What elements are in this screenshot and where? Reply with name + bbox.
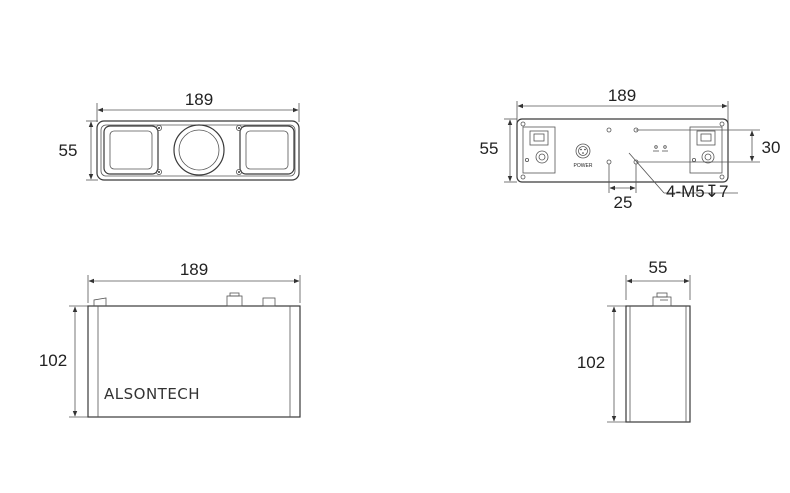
front-lens xyxy=(173,124,225,176)
rear-width-dimension: 189 xyxy=(608,86,636,105)
side-housing-outline xyxy=(87,305,301,418)
indicator-leds xyxy=(653,145,668,152)
rear-right-connector-block xyxy=(689,126,723,174)
front-height-dimension: 55 xyxy=(59,141,78,160)
brand-logo-text: ALSONTECH xyxy=(104,385,200,403)
mounting-holes xyxy=(606,127,639,165)
side-top-features xyxy=(93,292,276,307)
side-width-dimension: 189 xyxy=(180,260,208,279)
rear-view: 189 55 POWER xyxy=(480,86,781,212)
power-label: POWER xyxy=(574,163,593,169)
front-screws xyxy=(155,125,242,175)
rear-screws xyxy=(520,121,725,180)
hole-offset-dimension: 30 xyxy=(762,138,781,157)
power-connector: POWER xyxy=(574,143,593,169)
rear-housing-outline xyxy=(516,118,729,183)
hole-callout: 4-M5↧7 xyxy=(666,182,728,201)
front-view: 189 55 xyxy=(59,90,300,181)
end-housing-outline xyxy=(625,305,691,423)
end-width-dimension: 55 xyxy=(649,258,668,277)
front-left-window xyxy=(103,125,159,175)
side-view: 189 102 ALSONTECH xyxy=(39,260,301,418)
rear-height-dimension: 55 xyxy=(480,139,499,158)
hole-spacing-dimension: 25 xyxy=(614,193,633,212)
rear-left-connector-block xyxy=(522,126,556,174)
end-view: 55 102 xyxy=(577,258,691,423)
end-height-dimension: 102 xyxy=(577,353,605,372)
end-top-features xyxy=(652,292,672,307)
side-height-dimension: 102 xyxy=(39,351,67,370)
front-housing-outline xyxy=(96,120,300,181)
front-width-dimension: 189 xyxy=(185,90,213,109)
front-right-window xyxy=(239,125,295,175)
